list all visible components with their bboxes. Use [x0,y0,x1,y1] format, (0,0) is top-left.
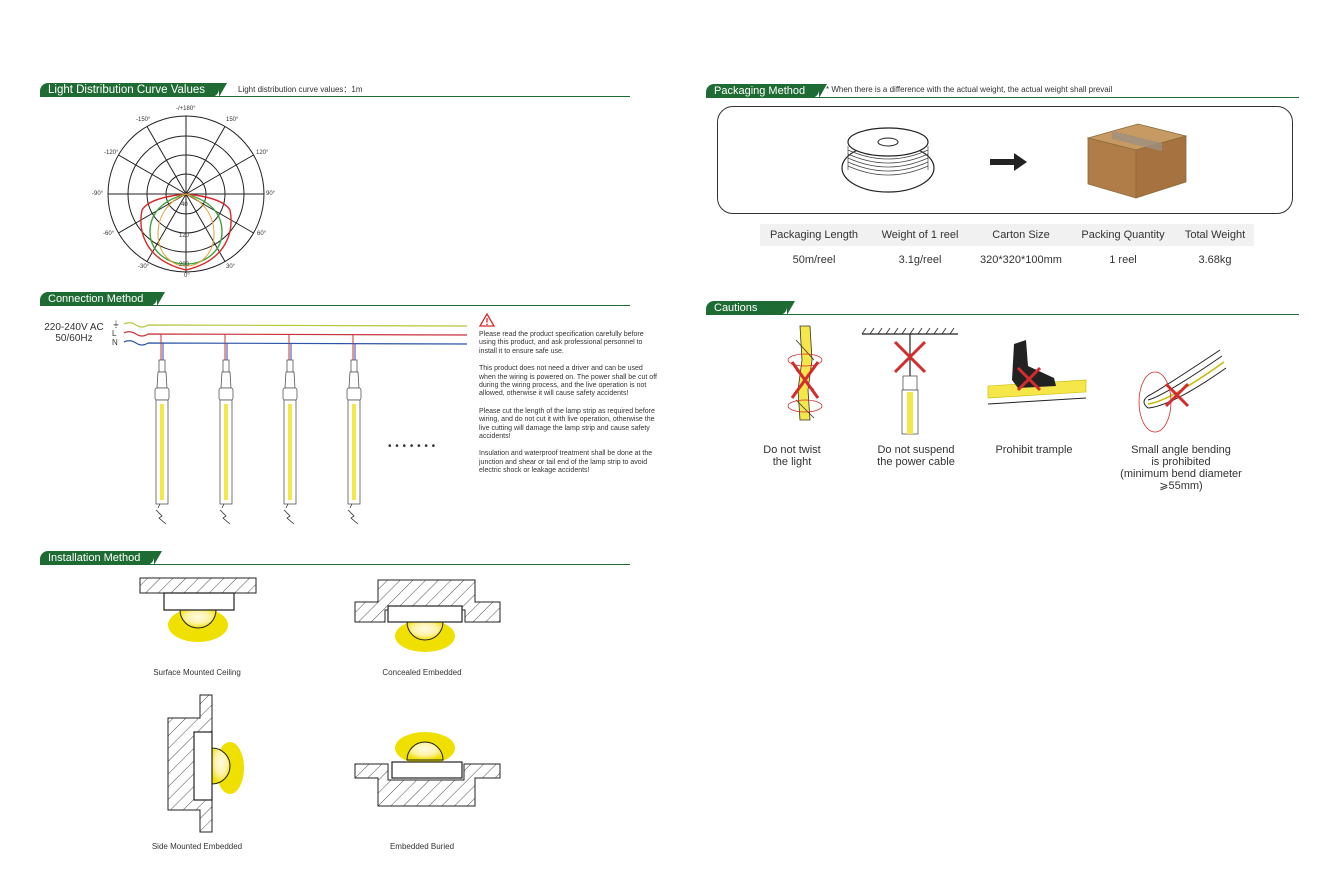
table-cell: 1 reel [1109,254,1137,266]
continuation-dots: • • • • • • • [388,441,436,452]
table-header-cell: Weight of 1 reel [881,229,959,241]
caption-line: Small angle bending [1131,444,1231,456]
caption-side-mounted: Side Mounted Embedded [151,842,243,851]
polar-label-m150: -150° [136,117,151,123]
polar-label-m30: -30° [138,264,150,270]
section-header-packaging: Packaging Method * When there is a diffe… [706,84,1299,98]
table-cell: 50m/reel [792,254,836,266]
section-header-light-curve: Light Distribution Curve Values Light di… [40,83,630,97]
no-bending-icon [1138,349,1227,433]
section-rule [40,96,630,97]
no-suspend-icon [861,327,958,435]
polar-radial-120: 120 [179,233,190,239]
warning-4: Insulation and waterproof treatment shal… [479,450,653,475]
wire-labels: ⏚ L N [112,320,120,347]
section-rule [40,305,630,306]
table-cell: 320*320*100mm [980,254,1062,266]
section-header-cautions: Cautions [706,301,1299,315]
section-title: Packaging Method [706,84,828,98]
polar-diagram [107,115,265,273]
section-note: * When there is a difference with the ac… [826,85,1113,94]
concealed-embedded-diagram [354,579,501,652]
carton-box-image [1086,123,1188,199]
section-title: Cautions [706,301,796,315]
table-header-cell: Carton Size [992,229,1050,241]
table-row: 50m/reel 3.1g/reel 320*320*100mm 1 reel … [760,246,1254,272]
no-twist-icon [787,325,823,421]
lamp-units [154,333,362,525]
polar-label-120: 120° [256,150,269,156]
caption-line: the light [772,456,812,468]
caption-no-bending: Small angle bending is prohibited (minim… [1106,444,1256,492]
polar-label-60: 60° [257,231,267,237]
polar-label-180: -/+180° [176,106,196,112]
caption-surface-mounted: Surface Mounted Ceiling [153,668,241,677]
section-note: Light distribution curve values：1m [238,85,363,94]
surface-mounted-ceiling-diagram [139,577,257,642]
section-header-connection: Connection Method [40,292,630,306]
frequency-text: 50/60Hz [55,333,93,344]
caption-embedded-buried: Embedded Buried [389,842,455,851]
polar-label-150: 150° [226,117,239,123]
packaging-table: Packaging Length Weight of 1 reel Carton… [760,224,1254,272]
wire-earth-label: ⏚ [112,320,120,329]
caption-line: Do not suspend [877,444,955,456]
warning-2: This product does not need a driver and … [479,365,657,398]
table-cell: 3.68kg [1198,254,1232,266]
warnings-text: Please read the product specification ca… [479,331,659,485]
reel-image [841,127,935,193]
voltage-text: 220-240V AC [44,322,104,333]
polar-label-m60: -60° [103,231,115,237]
section-title: Installation Method [40,551,163,565]
caption-line: Prohibit trample [995,444,1073,456]
embedded-buried-diagram [354,732,501,807]
table-header-cell: Total Weight [1184,229,1246,241]
cautions-illustrations [787,325,1227,435]
polar-radial-40: 40 [181,202,188,208]
voltage-label: 220-240V AC 50/60Hz [43,322,105,344]
polar-radial-200: 200 [179,262,190,268]
arrow-icon [990,153,1027,171]
polar-label-0: 0° [184,273,190,279]
caption-line: Do not twist [763,444,821,456]
caption-line: (minimum bend diameter [1120,468,1242,480]
curve-green [149,193,223,265]
caption-no-suspend: Do not suspend the power cable [866,444,966,468]
section-rule [706,314,1299,315]
wiring-diagram [123,322,468,525]
warning-icon [479,313,495,327]
section-header-installation: Installation Method [40,551,630,565]
packaging-frame [717,106,1293,214]
section-rule [706,97,1299,98]
wire-neutral-label: N [112,338,118,347]
curve-orange [157,193,215,267]
polar-label-m90: -90° [92,191,104,197]
caption-line: is prohibited [1151,456,1211,468]
curve-red [140,193,232,271]
warning-3: Please cut the length of the lamp strip … [479,407,655,441]
table-header-cell: Packaging Length [769,229,859,241]
caption-no-twist: Do not twist the light [752,444,832,468]
polar-label-m120: -120° [104,150,119,156]
polar-label-30: 30° [226,264,236,270]
table-cell: 3.1g/reel [898,254,942,266]
section-title: Light Distribution Curve Values [40,83,228,97]
table-header-row: Packaging Length Weight of 1 reel Carton… [760,224,1254,246]
table-header-cell: Packing Quantity [1081,229,1165,241]
section-title: Connection Method [40,292,166,306]
installation-diagrams [139,577,501,833]
section-rule [40,564,630,565]
caption-no-trample: Prohibit trample [984,444,1084,456]
side-mounted-embedded-diagram [167,694,244,833]
wire-live-label: L [112,329,117,338]
no-trample-icon [987,340,1087,405]
warning-1: Please read the product specification ca… [479,331,644,355]
caption-line: the power cable [877,456,955,468]
caption-line: ⩾55mm) [1159,480,1203,492]
polar-label-90: 90° [266,191,276,197]
caption-concealed-embedded: Concealed Embedded [382,668,462,677]
